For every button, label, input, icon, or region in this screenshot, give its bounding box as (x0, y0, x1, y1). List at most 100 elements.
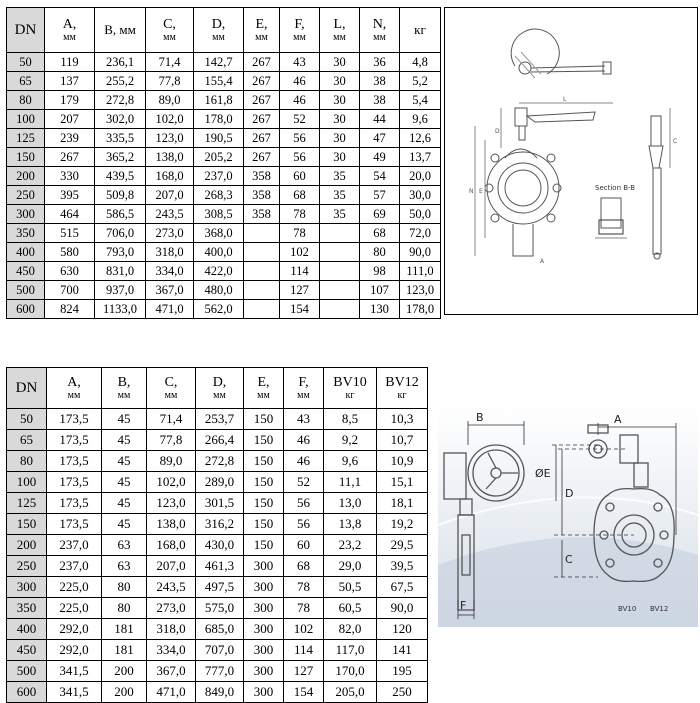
table-cell: 168,0 (146, 534, 196, 556)
table-cell: 44 (359, 109, 400, 129)
table-cell: 45 (101, 408, 147, 430)
table-cell: 60 (283, 534, 324, 556)
table-cell: 150 (243, 429, 284, 451)
table-cell: 45 (101, 429, 147, 451)
table-cell: 207,0 (146, 555, 196, 577)
dn-cell: 450 (6, 639, 47, 661)
table-cell: 497,5 (195, 576, 244, 598)
table-cell: 358 (243, 166, 280, 186)
table-cell: 77,8 (146, 429, 196, 451)
table-cell: 471,0 (146, 681, 196, 703)
table-cell: 150 (243, 492, 284, 514)
table2-header-6: F,мм (283, 367, 324, 409)
dn-cell: 350 (6, 597, 47, 619)
table2-header-1: A,мм (46, 367, 102, 409)
table1-header-0: DN (6, 7, 45, 53)
table-cell: 15,1 (376, 471, 428, 493)
dn-cell: 400 (6, 242, 45, 262)
dn-cell: 150 (6, 147, 45, 167)
table-cell: 515 (44, 223, 95, 243)
table-cell: 509,8 (94, 185, 146, 205)
table-cell: 150 (243, 450, 284, 472)
table-cell: 707,0 (195, 639, 244, 661)
dn-cell: 150 (6, 513, 47, 535)
table-cell: 268,3 (193, 185, 244, 205)
table-cell: 63 (101, 534, 147, 556)
label-e: ØE (535, 467, 551, 480)
table-cell: 330 (44, 166, 95, 186)
table-cell: 1133,0 (94, 299, 146, 319)
table-cell: 102,0 (145, 109, 194, 129)
table-cell: 777,0 (195, 660, 244, 682)
table-cell (319, 299, 360, 319)
table-cell: 358 (243, 204, 280, 224)
table-cell: 205,2 (193, 147, 244, 167)
table-cell: 562,0 (193, 299, 244, 319)
table-cell: 120 (376, 618, 428, 640)
table-cell: 90,0 (376, 597, 428, 619)
table-cell: 150 (243, 513, 284, 535)
table-cell: 580 (44, 242, 95, 262)
table-cell: 181 (101, 639, 147, 661)
dn-cell: 80 (6, 90, 45, 110)
table-cell: 289,0 (195, 471, 244, 493)
table-cell: 127 (279, 280, 320, 300)
table-cell: 4,8 (399, 52, 441, 72)
table-cell: 30 (319, 147, 360, 167)
table-cell: 5,2 (399, 71, 441, 91)
dn-cell: 600 (6, 299, 45, 319)
table-cell: 56 (279, 147, 320, 167)
header-text: BV10 (333, 374, 367, 390)
table1-header-2: B, мм (94, 7, 146, 53)
header-unit: мм (163, 31, 176, 43)
dn-cell: 65 (6, 71, 45, 91)
header-text: F, (298, 374, 309, 390)
dn-cell: 350 (6, 223, 45, 243)
table1-header-4: D,мм (193, 7, 244, 53)
header-text: A, (62, 16, 77, 32)
table-cell: 250 (376, 681, 428, 703)
dn-cell: 50 (6, 52, 45, 72)
table-cell: 45 (101, 513, 147, 535)
table-cell: 50,5 (323, 576, 377, 598)
table-cell: 207 (44, 109, 95, 129)
table-cell: 173,5 (46, 429, 102, 451)
gear-valve-drawing-svg: B A ØE D C F BV10 BV12 (437, 405, 699, 627)
dn-cell: 300 (6, 576, 47, 598)
table-cell: 13,7 (399, 147, 441, 167)
header-text: L, (333, 16, 346, 32)
table-cell: 56 (279, 128, 320, 148)
table-cell: 30 (319, 90, 360, 110)
header-text: A, (67, 374, 81, 390)
table-cell: 77,8 (145, 71, 194, 91)
table-cell: 78 (279, 204, 320, 224)
table-cell: 68 (279, 185, 320, 205)
table-cell: 117,0 (323, 639, 377, 661)
table-cell: 300 (243, 681, 284, 703)
table-cell: 89,0 (146, 450, 196, 472)
table-cell: 23,2 (323, 534, 377, 556)
table-cell: 461,3 (195, 555, 244, 577)
table-cell: 9,6 (323, 450, 377, 472)
table-cell (243, 299, 280, 319)
table1-header-9: кг (399, 7, 441, 53)
header-text: N, (372, 16, 387, 32)
table-cell: 253,7 (195, 408, 244, 430)
table1-header-5: E,мм (243, 7, 280, 53)
table-cell: 272,8 (195, 450, 244, 472)
header-text: F, (294, 16, 305, 32)
table-cell: 849,0 (195, 681, 244, 703)
table-cell: 150 (243, 471, 284, 493)
table2-header-5: E,мм (243, 367, 284, 409)
table-cell: 195 (376, 660, 428, 682)
table-cell: 56 (283, 492, 324, 514)
table-cell: 173,5 (46, 408, 102, 430)
table-cell: 150 (243, 534, 284, 556)
header-unit: мм (257, 389, 270, 401)
table-cell: 267 (243, 90, 280, 110)
table-cell: 154 (279, 299, 320, 319)
